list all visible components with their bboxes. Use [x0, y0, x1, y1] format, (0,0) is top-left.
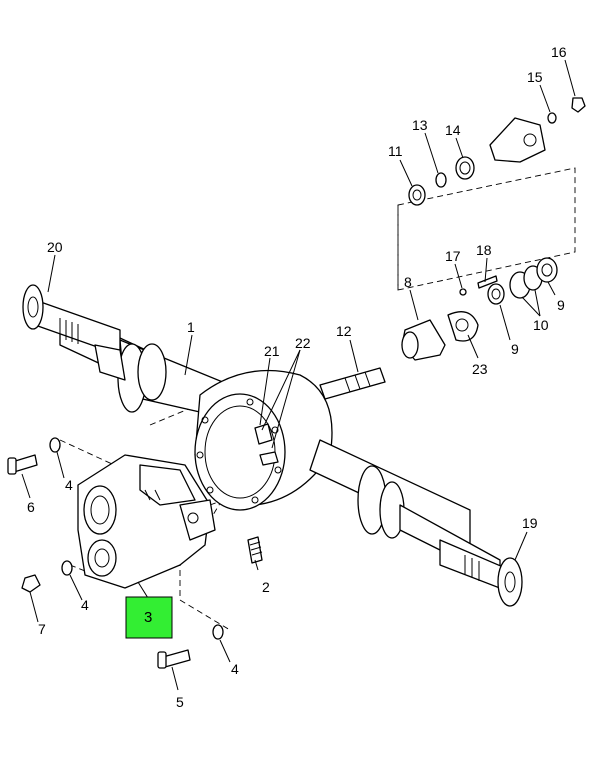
leader-lines [21, 59, 576, 691]
callout-4a: 4 [65, 477, 73, 493]
callout-3: 3 [144, 609, 152, 626]
callout-20: 20 [47, 239, 63, 255]
fasteners [7, 423, 279, 669]
input-shaft-assembly [319, 311, 479, 400]
callout-2: 2 [262, 579, 270, 595]
callout-9a: 9 [511, 341, 519, 357]
left-spindle [22, 284, 126, 381]
callout-1: 1 [187, 319, 195, 335]
callout-17: 17 [445, 248, 461, 264]
callout-13: 13 [412, 117, 428, 133]
bearing-group [408, 97, 586, 305]
callout-6: 6 [27, 499, 35, 515]
callout-4c: 4 [231, 661, 239, 677]
callout-14: 14 [445, 122, 461, 138]
callout-11: 11 [388, 143, 403, 159]
callout-12: 12 [336, 323, 352, 339]
callout-18: 18 [476, 242, 492, 258]
right-spindle [439, 539, 523, 607]
callout-labels: 1 2 3 4 4 4 5 6 7 8 9 9 10 11 12 13 14 1… [27, 44, 567, 710]
callout-21: 21 [264, 343, 280, 359]
callout-10: 10 [533, 317, 549, 333]
callout-8: 8 [404, 274, 412, 290]
callout-16: 16 [551, 44, 567, 60]
callout-4b: 4 [81, 597, 89, 613]
callout-22: 22 [295, 335, 311, 351]
callout-7: 7 [38, 621, 46, 637]
callout-23: 23 [472, 361, 488, 377]
highlighted-part-box [125, 596, 173, 639]
differential-carrier [77, 454, 216, 589]
callout-9b: 9 [557, 297, 565, 313]
callout-19: 19 [522, 515, 538, 531]
callout-5: 5 [176, 694, 184, 710]
callout-15: 15 [527, 69, 543, 85]
